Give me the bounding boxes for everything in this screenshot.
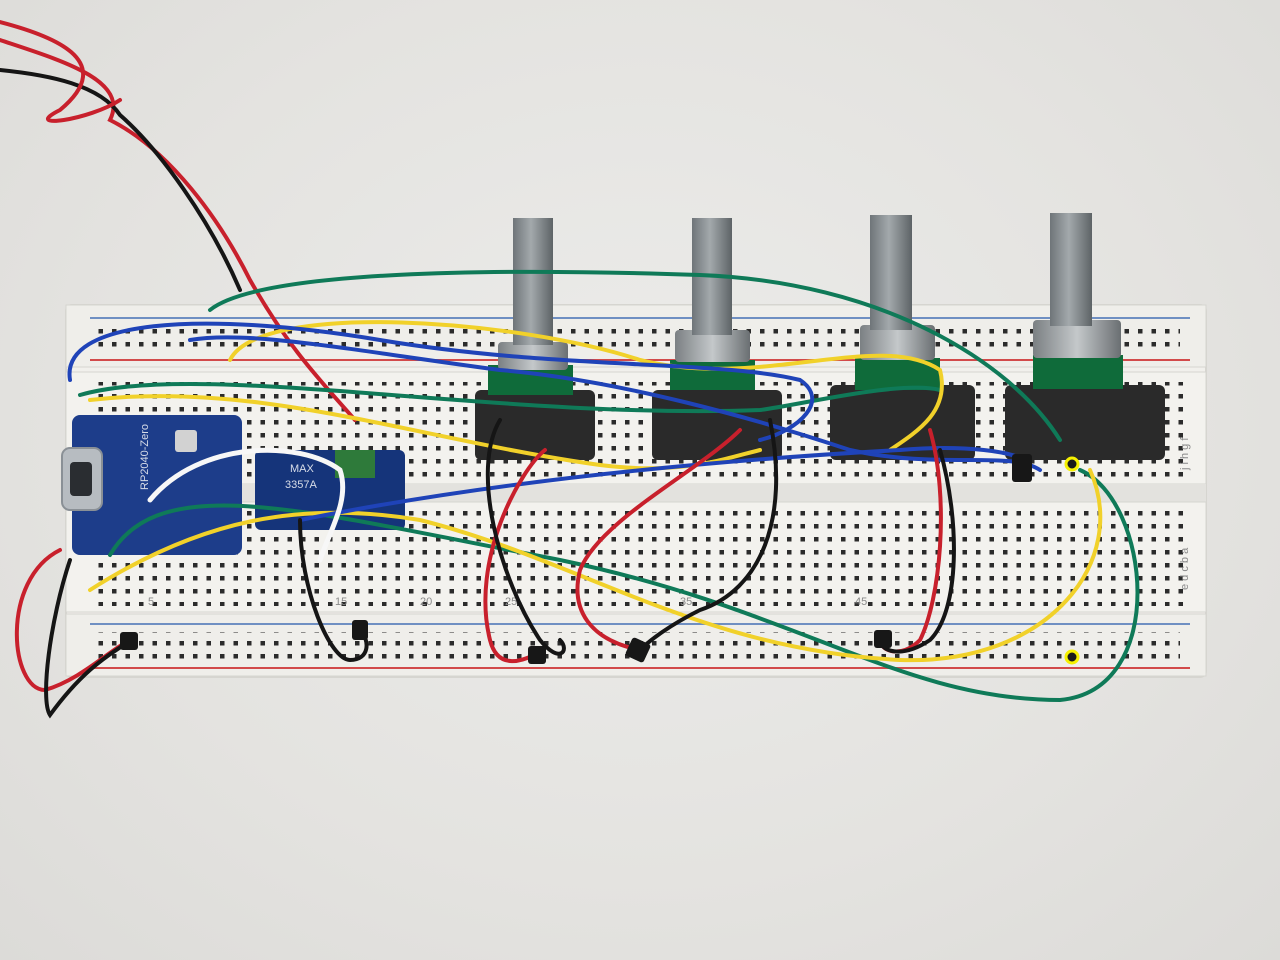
row-letters-bottom: e d c b a — [1179, 547, 1191, 590]
board-label: RP2040-Zero — [139, 424, 151, 490]
highlight-markers — [1064, 456, 1080, 665]
column-number-35: 35 — [680, 596, 692, 608]
row-letters-top: j i h g f — [1179, 437, 1191, 471]
wire-black-5 — [298, 518, 369, 663]
column-number-45: 45 — [855, 596, 867, 608]
wire-green-3 — [108, 468, 1140, 703]
wire-black-3 — [638, 418, 779, 652]
wires — [0, 20, 1140, 719]
microcontroller-board: RP2040-Zero — [61, 415, 242, 555]
highlight-marker-bottom — [1064, 649, 1080, 665]
wire-green-2 — [78, 381, 942, 414]
column-number-20: 20 — [420, 596, 432, 608]
column-number-25: 25 — [505, 596, 517, 608]
wire-blue-2 — [188, 335, 1042, 472]
wire-green-1 — [208, 269, 1062, 442]
wire-red-3 — [575, 428, 742, 652]
highlight-marker-top — [1064, 456, 1080, 472]
power-loop-red — [0, 20, 122, 123]
encoder-4 — [1005, 213, 1165, 460]
column-number-5: 5 — [148, 596, 154, 608]
wire-yellow-3 — [88, 468, 1103, 663]
wire-white — [147, 447, 346, 563]
column-number-15: 15 — [335, 596, 347, 608]
driver-label-line1: MAX — [290, 463, 315, 475]
wire-red-2 — [483, 448, 547, 664]
driver-label-line2: 3357A — [285, 479, 317, 491]
power-wire-black — [0, 68, 242, 292]
wire-black-2 — [485, 418, 566, 656]
wire-blue-1 — [67, 321, 815, 442]
jumper-ends — [120, 454, 1032, 664]
power-wire-red — [0, 38, 357, 422]
wire-black-4 — [878, 448, 956, 654]
wire-black-1 — [44, 558, 132, 719]
